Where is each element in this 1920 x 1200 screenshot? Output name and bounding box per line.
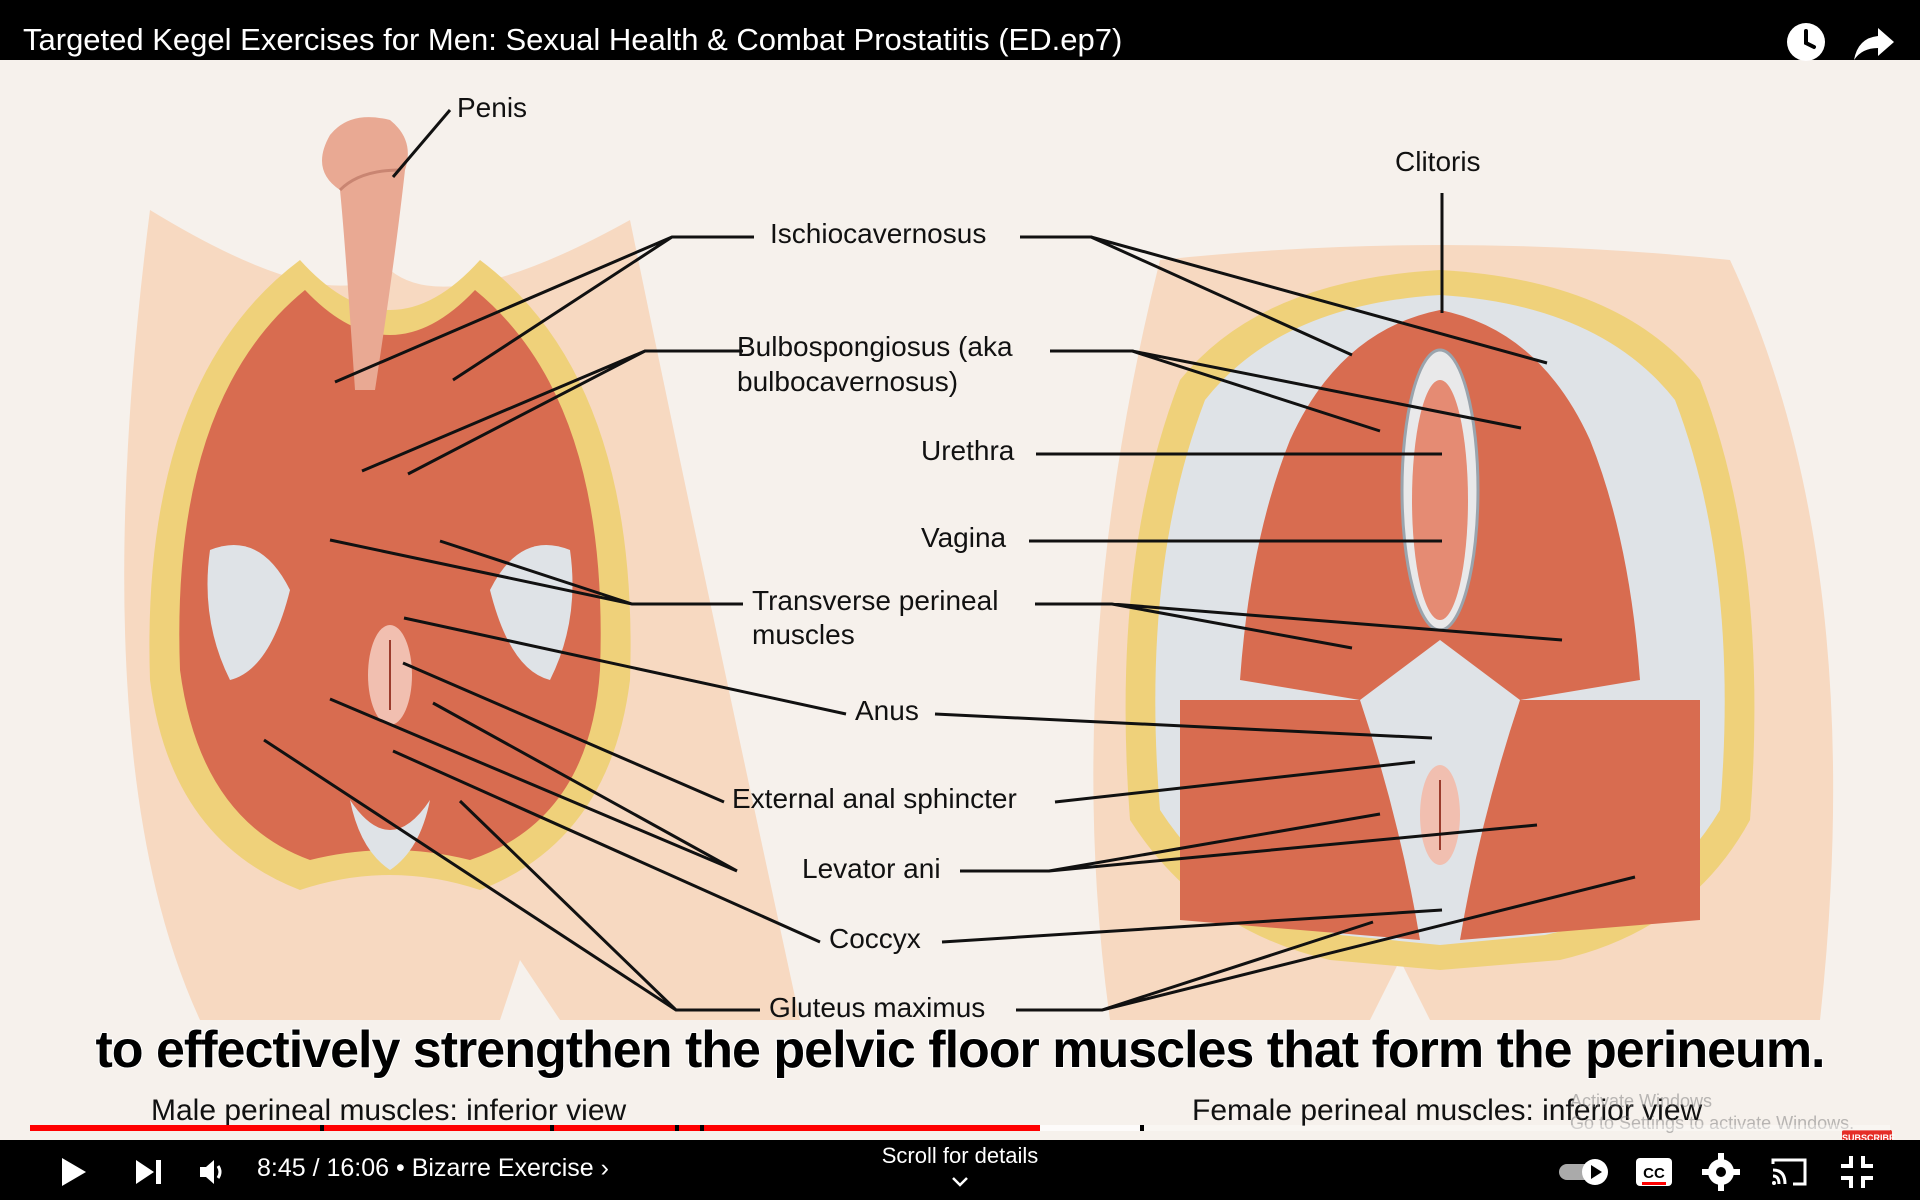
- activate-windows-watermark: Activate Windows Go to Settings to activ…: [1570, 1090, 1854, 1134]
- anatomy-diagram: Penis Clitoris Ischiocavernosus Bulbospo…: [124, 92, 1834, 1023]
- time-display: 8:45 / 16:06 • Bizarre Exercise ›: [257, 1154, 609, 1183]
- label-transverse-perineal-line2: muscles: [752, 619, 855, 650]
- cc-icon[interactable]: CC: [1632, 1150, 1676, 1194]
- progress-bar[interactable]: [30, 1125, 1890, 1131]
- settings-icon[interactable]: [1699, 1150, 1743, 1194]
- label-vagina: Vagina: [921, 522, 1007, 553]
- share-icon[interactable]: [1850, 18, 1898, 66]
- autoplay-toggle-icon[interactable]: [1555, 1150, 1619, 1194]
- label-external-anal-sphincter: External anal sphincter: [732, 783, 1017, 814]
- watch-later-icon[interactable]: [1782, 18, 1830, 66]
- next-icon[interactable]: [126, 1150, 170, 1194]
- scroll-for-details[interactable]: Scroll for details: [760, 1143, 1160, 1195]
- time-elapsed-total: 8:45 / 16:06: [257, 1154, 390, 1182]
- chapter-marker: [675, 1125, 679, 1131]
- scroll-hint-label: Scroll for details: [881, 1143, 1039, 1168]
- chapter-marker: [1140, 1125, 1144, 1131]
- svg-text:CC: CC: [1643, 1165, 1665, 1182]
- player-controls: CC: [0, 1140, 1920, 1200]
- chapter-marker: [320, 1125, 324, 1131]
- label-urethra: Urethra: [921, 435, 1015, 466]
- label-levator-ani: Levator ani: [802, 853, 941, 884]
- label-bulbospongiosus-line1: Bulbospongiosus (aka: [737, 331, 1013, 362]
- chevron-down-icon: [952, 1177, 968, 1187]
- leader-lines: [263, 109, 1636, 1012]
- cast-icon[interactable]: [1767, 1150, 1811, 1194]
- watermark-line1: Activate Windows: [1570, 1091, 1713, 1111]
- exit-fullscreen-icon[interactable]: [1835, 1150, 1879, 1194]
- label-anus: Anus: [855, 695, 919, 726]
- subscribe-badge[interactable]: SUBSCRIBE: [1842, 1130, 1895, 1140]
- chapter-title[interactable]: • Bizarre Exercise ›: [396, 1154, 609, 1182]
- label-bulbospongiosus-line2: bulbocavernosus): [737, 366, 958, 397]
- label-gluteus-maximus: Gluteus maximus: [769, 992, 985, 1023]
- volume-icon[interactable]: [190, 1150, 234, 1194]
- video-frame[interactable]: Penis Clitoris Ischiocavernosus Bulbospo…: [0, 60, 1920, 1140]
- chapter-marker: [700, 1125, 704, 1131]
- closed-caption-text: to effectively strengthen the pelvic flo…: [94, 1020, 1826, 1080]
- video-title[interactable]: Targeted Kegel Exercises for Men: Sexual…: [23, 22, 1123, 57]
- play-icon[interactable]: [50, 1150, 94, 1194]
- label-coccyx: Coccyx: [829, 923, 921, 954]
- label-penis: Penis: [457, 92, 527, 123]
- player-top-bar: Targeted Kegel Exercises for Men: Sexual…: [0, 0, 1920, 61]
- chapter-marker: [550, 1125, 554, 1131]
- male-perineum-illustration: [124, 117, 801, 1020]
- label-transverse-perineal-line1: Transverse perineal: [752, 585, 998, 616]
- male-diagram-caption: Male perineal muscles: inferior view: [151, 1094, 627, 1127]
- label-ischiocavernosus: Ischiocavernosus: [770, 218, 986, 249]
- label-clitoris: Clitoris: [1395, 146, 1481, 177]
- watermark-line2: Go to Settings to activate Windows.: [1570, 1113, 1855, 1133]
- progress-played: [30, 1125, 1040, 1131]
- female-diagram-caption: Female perineal muscles: inferior view: [1192, 1094, 1703, 1127]
